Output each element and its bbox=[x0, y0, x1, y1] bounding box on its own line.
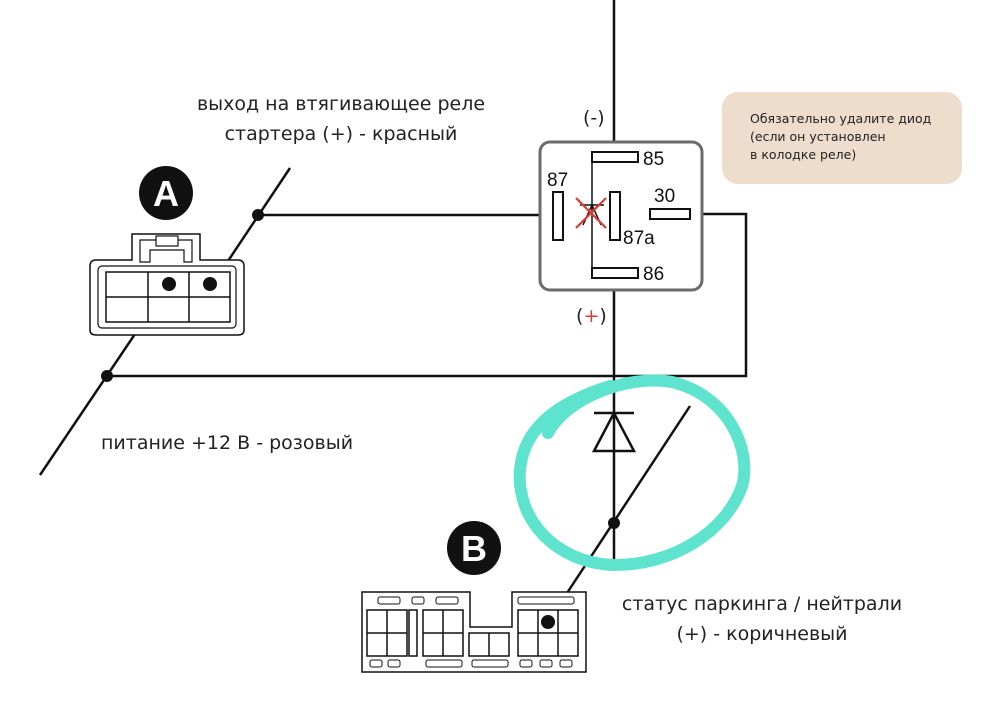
note-background bbox=[722, 92, 962, 184]
connector-a-pin-dot bbox=[203, 277, 217, 291]
relay: 85 87 30 87a 86 (-) (+) bbox=[538, 107, 704, 327]
connector-b-pin-dot bbox=[541, 615, 555, 629]
relay-pin-87-label: 87 bbox=[547, 170, 568, 191]
connector-a-badge bbox=[139, 166, 193, 220]
polarity-minus-label: (-) bbox=[583, 107, 605, 129]
connector-a: A bbox=[89, 166, 245, 336]
relay-pin-86-label: 86 bbox=[643, 264, 664, 285]
relay-pin-85 bbox=[591, 151, 639, 163]
park-status-label-line2: (+) - коричневый bbox=[676, 623, 847, 645]
connector-b-cavity-group bbox=[422, 609, 464, 657]
connector-a-badge-letter: A bbox=[153, 173, 179, 214]
connector-b-cavity-group bbox=[366, 609, 418, 657]
remove-diode-cross-icon bbox=[575, 197, 607, 229]
diode-symbol bbox=[591, 410, 637, 453]
connector-a-latch bbox=[139, 239, 193, 263]
relay-pin-87a-label: 87a bbox=[623, 228, 655, 249]
relay-pin-30-label: 30 bbox=[654, 186, 675, 207]
diode-removal-note: Обязательно удалите диод (если он устано… bbox=[722, 92, 962, 184]
polarity-plus-label: (+) bbox=[576, 305, 607, 327]
junction-dot bbox=[101, 370, 113, 382]
park-status-label-line1: статус паркинга / нейтрали bbox=[622, 593, 902, 615]
note-line-3: в колодке реле) bbox=[750, 147, 856, 162]
relay-pin-86 bbox=[591, 267, 639, 279]
junction-dots bbox=[101, 209, 620, 529]
note-line-1: Обязательно удалите диод bbox=[750, 111, 931, 126]
connector-b-badge bbox=[447, 521, 501, 575]
park-status-diagonal-wire bbox=[546, 405, 692, 623]
pin-30-feed-wire bbox=[107, 212, 748, 378]
relay-pin-87 bbox=[552, 191, 564, 241]
relay-pin-85-label: 85 bbox=[643, 149, 664, 170]
relay-pin-30 bbox=[649, 208, 691, 220]
connector-b-badge-letter: B bbox=[461, 528, 487, 569]
wire-labels: выход на втягивающее реле стартера (+) -… bbox=[101, 93, 902, 645]
note-line-2: (если он установлен bbox=[750, 129, 886, 144]
starter-output-label-line1: выход на втягивающее реле bbox=[197, 93, 485, 115]
relay-pin-87a bbox=[609, 191, 621, 241]
connector-b-cavity-group bbox=[468, 632, 510, 657]
diode-highlight-circle bbox=[513, 374, 751, 572]
power-label: питание +12 В - розовый bbox=[101, 432, 353, 454]
junction-dot bbox=[252, 209, 264, 221]
connector-a-pin-dot bbox=[162, 277, 176, 291]
connector-b: B bbox=[361, 521, 587, 673]
junction-dot bbox=[608, 517, 620, 529]
connector-a-latch-inner bbox=[155, 235, 179, 247]
starter-output-label-line2: стартера (+) - красный bbox=[225, 123, 458, 145]
